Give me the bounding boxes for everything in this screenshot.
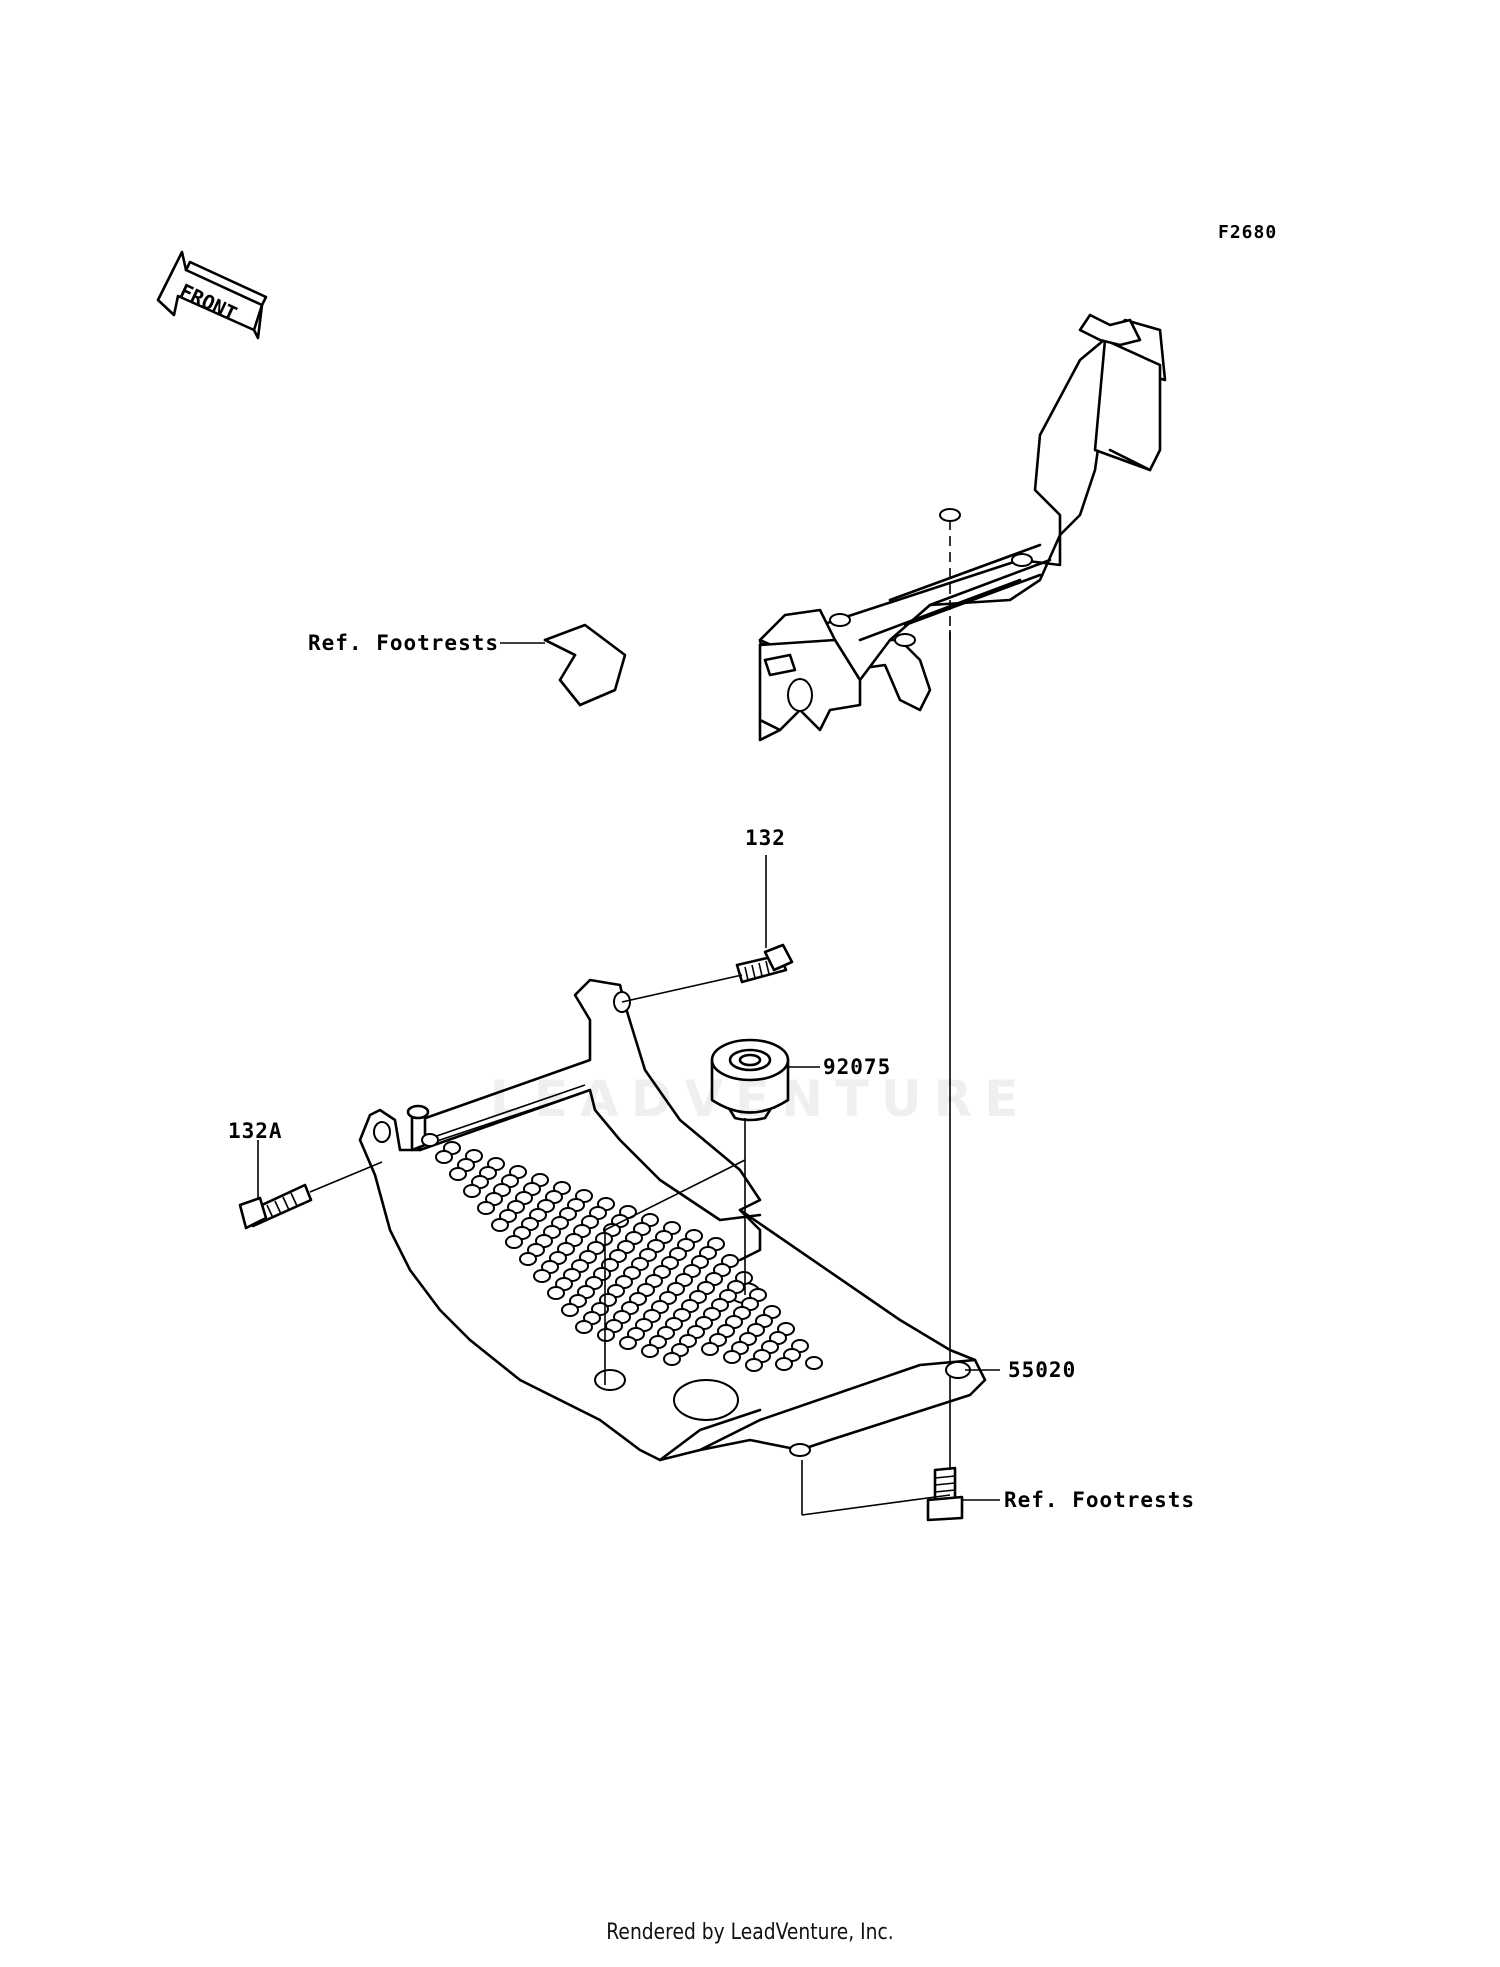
perforation-hole	[619, 1336, 637, 1350]
skid-plate-perforations	[421, 1133, 823, 1372]
front-arrow-icon: FRONT	[156, 250, 268, 340]
perforation-hole	[547, 1286, 565, 1300]
perforation-hole	[701, 1342, 719, 1356]
callout-132a: 132A	[228, 1119, 283, 1143]
perforation-hole	[533, 1269, 551, 1283]
perforation-hole	[745, 1358, 763, 1372]
callout-ref-footrests-bottom: Ref. Footrests	[1004, 1488, 1196, 1512]
callout-92075: 92075	[823, 1055, 892, 1079]
perforation-hole	[597, 1328, 615, 1342]
perforation-hole	[477, 1201, 495, 1215]
perforation-hole	[449, 1167, 467, 1181]
bolt-footrests	[926, 1466, 964, 1522]
perforation-hole	[663, 1352, 681, 1366]
perforation-hole	[491, 1218, 509, 1232]
perforation-hole	[805, 1356, 823, 1370]
skid-plate	[358, 978, 987, 1462]
callout-ref-footrests-top: Ref. Footrests	[308, 631, 500, 655]
bolt-132a	[238, 1183, 313, 1230]
footrest-frame	[543, 313, 1167, 742]
perforation-hole	[561, 1303, 579, 1317]
perforation-hole	[505, 1235, 523, 1249]
leader-lines	[257, 520, 1000, 1516]
perforation-hole	[421, 1133, 439, 1147]
damper-92075	[710, 1038, 790, 1122]
footer-credit: Rendered by LeadVenture, Inc.	[606, 1920, 894, 1945]
perforation-hole	[463, 1184, 481, 1198]
diagram-code: F2680	[1218, 222, 1278, 243]
perforation-hole	[519, 1252, 537, 1266]
perforation-hole	[435, 1150, 453, 1164]
bolt-132	[735, 943, 794, 984]
perforation-hole	[775, 1357, 793, 1371]
perforation-hole	[723, 1350, 741, 1364]
callout-55020: 55020	[1008, 1358, 1077, 1382]
perforation-hole	[641, 1344, 659, 1358]
callout-132: 132	[745, 826, 786, 850]
perforation-hole	[575, 1320, 593, 1334]
watermark: LEADVENTURE	[490, 1070, 1031, 1128]
